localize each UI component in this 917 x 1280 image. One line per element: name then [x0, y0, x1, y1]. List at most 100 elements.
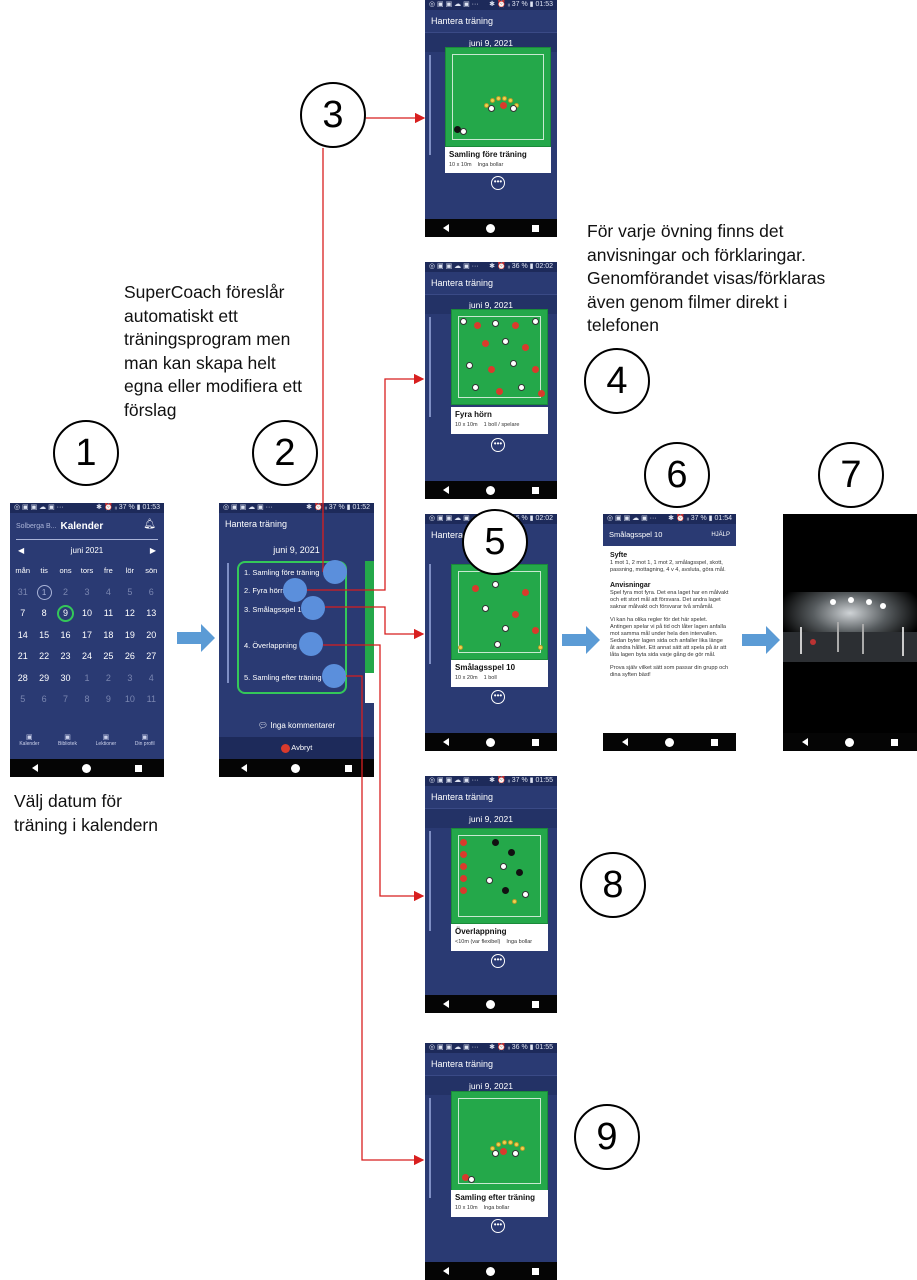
calendar-day[interactable]: 15 [39, 629, 50, 640]
back-icon[interactable] [621, 738, 628, 746]
help-button[interactable]: HJÄLP [711, 532, 730, 538]
bell-icon[interactable]: 🔔︎ [143, 519, 156, 530]
calendar-day[interactable]: 5 [20, 694, 26, 704]
calendar-day[interactable]: 2 [63, 586, 69, 597]
back-icon[interactable] [801, 738, 808, 746]
calendar-day[interactable]: 12 [124, 608, 135, 618]
calendar-day[interactable]: 10 [81, 608, 92, 618]
calendar-day[interactable]: 29 [39, 672, 50, 683]
calendar-day[interactable]: 7 [20, 608, 26, 618]
calendar-day[interactable]: 6 [41, 694, 47, 704]
tab-3[interactable]: ▣Din profil [134, 734, 155, 747]
tab-1[interactable]: ▣Bibliotek [58, 734, 77, 747]
video-frame[interactable] [783, 572, 917, 732]
home-icon[interactable] [485, 223, 495, 233]
more-icon[interactable]: ••• [491, 954, 505, 968]
drill-item-5[interactable]: 5. Samling efter träning [244, 673, 322, 682]
calendar-day[interactable]: 9 [105, 694, 111, 704]
calendar-day[interactable]: 11 [103, 608, 114, 618]
calendar-day[interactable]: 6 [148, 586, 154, 597]
calendar-day[interactable]: 1 [84, 672, 90, 683]
calendar-day[interactable]: 18 [103, 629, 114, 640]
calendar-day[interactable]: 11 [146, 694, 156, 704]
back-icon[interactable] [443, 1267, 450, 1275]
calendar-day[interactable]: 31 [17, 586, 28, 597]
tab-2[interactable]: ▣Lektioner [95, 734, 117, 747]
calendar-day[interactable]: 8 [41, 608, 47, 618]
back-icon[interactable] [443, 1000, 450, 1008]
more-icon[interactable]: ••• [491, 690, 505, 704]
prev-month-icon[interactable]: ◀ [18, 545, 25, 555]
more-icon[interactable]: ••• [491, 438, 505, 452]
recents-icon[interactable] [135, 764, 142, 772]
back-icon[interactable] [443, 738, 450, 746]
calendar-day[interactable]: 9 [57, 605, 75, 622]
recents-icon[interactable] [710, 738, 718, 746]
drill-card[interactable]: Överlappning <10m (var flexibel)Inga bol… [451, 924, 548, 951]
calendar-day[interactable]: 4 [148, 672, 154, 683]
calendar-day[interactable]: 13 [146, 608, 157, 618]
club-name[interactable]: Solberga B... [16, 522, 57, 530]
drill-item-2[interactable]: 2. Fyra hörn [244, 586, 285, 595]
calendar-day[interactable]: 8 [84, 694, 90, 704]
calendar-day[interactable]: 7 [63, 694, 69, 704]
syfte-text: 1 mot 1, 2 mot 1, 1 mot 2, smålagsspel, … [610, 560, 726, 573]
back-icon[interactable] [443, 224, 450, 232]
back-icon[interactable] [32, 764, 38, 772]
more-icon[interactable]: ••• [491, 176, 505, 190]
tab-0[interactable]: ▣Kalender [19, 734, 40, 747]
home-icon[interactable] [291, 763, 301, 773]
home-icon[interactable] [82, 763, 91, 773]
calendar-day[interactable]: 22 [39, 651, 50, 661]
back-icon[interactable] [241, 764, 248, 772]
calendar-day[interactable]: 2 [105, 672, 111, 683]
calendar-day[interactable]: 3 [84, 586, 90, 597]
home-icon[interactable] [485, 737, 495, 747]
back-icon[interactable] [443, 486, 450, 494]
calendar-day[interactable]: 4 [105, 586, 111, 597]
calendar-day[interactable]: 24 [81, 651, 92, 661]
home-icon[interactable] [844, 737, 854, 747]
home-icon[interactable] [664, 737, 674, 747]
calendar-day[interactable]: 19 [124, 629, 135, 640]
recents-icon[interactable] [531, 224, 539, 232]
calendar-day[interactable]: 3 [127, 672, 133, 683]
home-icon[interactable] [485, 999, 495, 1009]
cancel-bar[interactable]: Avbryt [219, 737, 374, 759]
android-nav-bar [783, 733, 917, 751]
calendar-day[interactable]: 20 [146, 629, 157, 640]
calendar-day[interactable]: 1 [36, 584, 52, 600]
drill-item-1[interactable]: 1. Samling före träning [244, 568, 320, 577]
calendar-day[interactable]: 28 [17, 672, 28, 683]
recents-icon[interactable] [531, 1267, 539, 1275]
calendar-day[interactable]: 26 [124, 651, 135, 661]
calendar-day[interactable]: 25 [103, 651, 114, 661]
comments-row[interactable]: 💬︎ Inga kommentarer [257, 721, 336, 730]
recents-icon[interactable] [891, 738, 899, 746]
drill-balls: 1 boll [483, 675, 497, 681]
recents-icon[interactable] [531, 1000, 539, 1008]
drill-item-3[interactable]: 3. Smålagsspel 10 [244, 605, 306, 614]
recents-icon[interactable] [531, 738, 539, 746]
calendar-day[interactable]: 16 [60, 629, 71, 640]
calendar-day[interactable]: 5 [127, 586, 133, 597]
calendar-day[interactable]: 14 [17, 629, 28, 640]
home-icon[interactable] [485, 485, 495, 495]
next-month-icon[interactable]: ▶ [149, 545, 156, 555]
calendar-day[interactable]: 17 [81, 629, 92, 640]
recents-icon[interactable] [531, 486, 539, 494]
calendar-day[interactable]: 10 [124, 694, 135, 704]
calendar-day[interactable]: 23 [60, 651, 71, 661]
recents-icon[interactable] [344, 764, 352, 772]
drill-item-4[interactable]: 4. Överlappning [244, 641, 297, 650]
calendar-day[interactable]: 30 [60, 672, 71, 683]
drill-pointer-2 [283, 578, 307, 602]
more-icon[interactable]: ••• [491, 1219, 505, 1233]
calendar-day[interactable]: 21 [17, 651, 28, 661]
home-icon[interactable] [485, 1266, 495, 1276]
calendar-day[interactable]: 27 [146, 651, 157, 661]
